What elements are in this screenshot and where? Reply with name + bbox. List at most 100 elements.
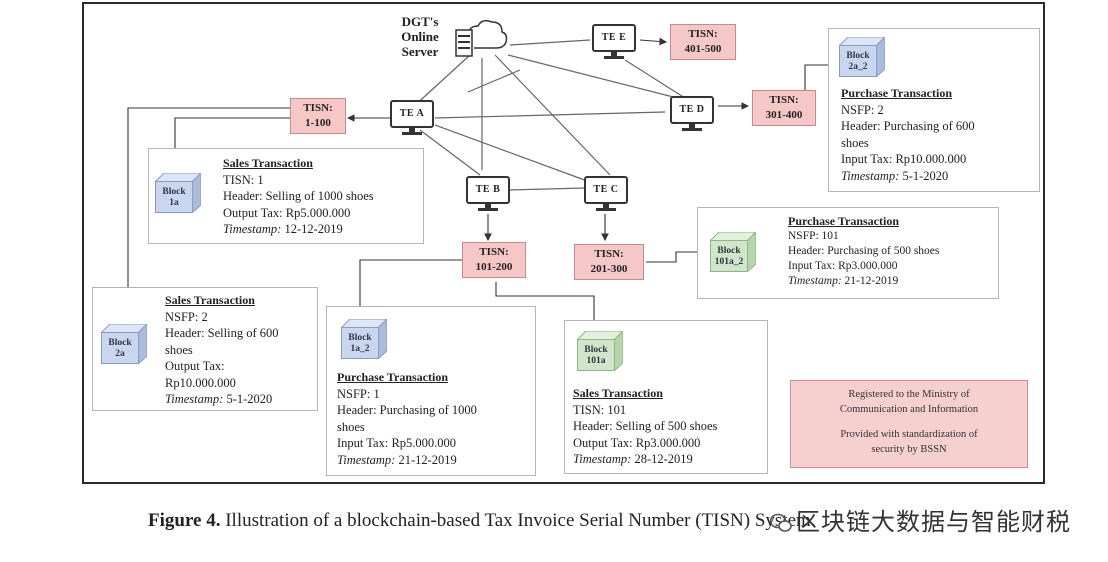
block-label: Block — [108, 338, 132, 348]
block-id: 1a_2 — [350, 344, 370, 354]
timestamp-label: Timestamp: — [337, 452, 396, 467]
block-id: 101a_2 — [714, 257, 744, 267]
block-id: 1a — [169, 198, 179, 208]
tisn-label: TISN: — [769, 94, 799, 106]
card-line: Header: Selling of 600 — [165, 326, 279, 340]
figure-caption: Figure 4. Illustration of a blockchain-b… — [148, 510, 816, 532]
monitor-icon — [390, 100, 434, 135]
card-line: NSFP: 2 — [841, 102, 884, 117]
timestamp-value: 21-12-2019 — [841, 275, 899, 287]
tisn-label: TISN: — [303, 102, 333, 114]
card-line: NSFP: 101 — [788, 230, 839, 242]
card-title: Sales Transaction — [223, 156, 313, 170]
terminal-te-d: TE D — [670, 96, 714, 132]
card-line: Header: Selling of 500 shoes — [573, 419, 718, 433]
timestamp-value: 5-1-2020 — [223, 392, 273, 406]
tisn-label: TISN: — [479, 246, 509, 258]
card-line: Header: Purchasing of 500 shoes — [788, 245, 940, 257]
terminal-label: TE A — [399, 108, 425, 119]
tisn-range: 1-100 — [305, 117, 331, 129]
terminal-label: TE C — [593, 184, 619, 195]
registration-text: security by BSSN — [871, 444, 947, 455]
monitor-icon — [670, 96, 714, 131]
timestamp-label: Timestamp: — [841, 168, 900, 183]
block-label: Block — [717, 246, 741, 256]
card-line: shoes — [337, 419, 365, 434]
server-label: DGT's Online Server — [390, 14, 450, 59]
block-label: Block — [162, 187, 186, 197]
timestamp-label: Timestamp: — [573, 452, 632, 466]
server-cloud-icon — [455, 19, 508, 57]
timestamp-value: 5-1-2020 — [899, 168, 949, 183]
card-title: Sales Transaction — [165, 293, 255, 307]
card-line: Header: Purchasing of 1000 — [337, 403, 477, 417]
monitor-icon — [584, 176, 628, 211]
card-line: TISN: 1 — [223, 172, 264, 187]
card-title: Purchase Transaction — [788, 214, 900, 228]
registration-text: Provided with standardization of — [840, 429, 978, 440]
block-id: 2a — [115, 349, 125, 359]
block-label: Block — [584, 345, 608, 355]
timestamp-value: 28-12-2019 — [631, 452, 693, 466]
server-label-line: Online — [401, 29, 439, 44]
card-line: NSFP: 2 — [165, 309, 208, 324]
card-line: Input Tax: Rp3.000.000 — [788, 260, 898, 272]
card-line: Input Tax: Rp5.000.000 — [337, 436, 457, 450]
tisn-label: TISN: — [688, 28, 718, 40]
tisn-box-301-400: TISN: 301-400 — [752, 90, 816, 126]
timestamp-label: Timestamp: — [165, 392, 224, 406]
watermark: 区块链大数据与智能财税 — [769, 502, 1071, 537]
block-label: Block — [348, 333, 372, 343]
tisn-box-101-200: TISN: 101-200 — [462, 242, 526, 278]
timestamp-value: 21-12-2019 — [395, 452, 457, 467]
terminal-label: TE E — [601, 32, 627, 43]
registration-text: Communication and Information — [839, 404, 979, 415]
block-label: Block — [846, 51, 870, 61]
card-line: Input Tax: Rp10.000.000 — [841, 152, 967, 166]
registration-text: Registered to the Ministry of — [848, 389, 970, 400]
card-line: NSFP: 1 — [337, 386, 380, 401]
terminal-te-c: TE C — [584, 176, 628, 212]
monitor-icon — [466, 176, 510, 211]
terminal-te-a: TE A — [390, 100, 434, 136]
timestamp-label: Timestamp: — [788, 275, 842, 287]
figure-caption-text: Illustration of a blockchain-based Tax I… — [220, 510, 816, 531]
terminal-label: TE B — [475, 184, 501, 195]
tisn-label: TISN: — [594, 248, 624, 260]
card-line: shoes — [841, 135, 869, 150]
registration-box: Registered to the Ministry of Communicat… — [790, 380, 1028, 468]
card-title: Purchase Transaction — [841, 86, 953, 100]
card-line: shoes — [165, 342, 193, 357]
timestamp-label: Timestamp: — [223, 222, 282, 236]
block-id: 2a_2 — [848, 62, 868, 72]
tisn-box-1-100: TISN: 1-100 — [290, 98, 346, 134]
tisn-box-401-500: TISN: 401-500 — [670, 24, 736, 60]
card-line: Output Tax: Rp3.000.000 — [573, 435, 701, 450]
card-title: Purchase Transaction — [337, 370, 449, 384]
tisn-box-201-300: TISN: 201-300 — [574, 244, 644, 280]
tisn-range: 201-300 — [590, 263, 628, 275]
wechat-icon — [769, 513, 792, 532]
terminal-te-e: TE E — [592, 24, 636, 60]
card-line: TISN: 101 — [573, 402, 627, 417]
terminal-label: TE D — [679, 104, 705, 115]
card-line: Header: Purchasing of 600 — [841, 119, 975, 133]
tisn-range: 101-200 — [475, 261, 513, 273]
card-line: Header: Selling of 1000 shoes — [223, 189, 374, 203]
server-label-line: Server — [401, 44, 439, 59]
tisn-range: 301-400 — [765, 109, 803, 121]
tisn-range: 401-500 — [684, 43, 722, 55]
terminal-te-b: TE B — [466, 176, 510, 212]
